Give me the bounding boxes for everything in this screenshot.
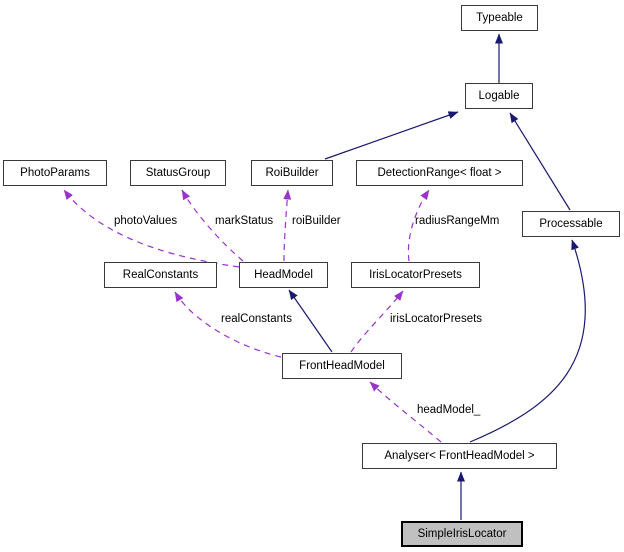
node-irislocatorpresets[interactable]: IrisLocatorPresets <box>351 262 480 288</box>
edge-usage-irislocatorpresets-to-detectionrange <box>407 189 430 262</box>
edge-usage-frontheadmodel-to-realconstants <box>174 291 282 358</box>
node-photoparams[interactable]: PhotoParams <box>3 160 107 186</box>
edge-label-radiusrangemm: radiusRangeMm <box>415 215 500 227</box>
edge-label-realconstants: realConstants <box>221 313 292 325</box>
node-logable[interactable]: Logable <box>465 83 533 109</box>
edge-label-markstatus: markStatus <box>215 215 274 227</box>
edge-label-roibuilder: roiBuilder <box>292 215 341 227</box>
node-headmodel[interactable]: HeadModel <box>239 262 328 288</box>
edge-inherit-analyser-to-processable <box>469 239 586 443</box>
node-analyser-frontheadmodel[interactable]: Analyser< FrontHeadModel > <box>362 443 557 469</box>
node-frontheadmodel[interactable]: FrontHeadModel <box>282 353 402 379</box>
node-realconstants[interactable]: RealConstants <box>104 262 217 288</box>
node-detectionrange-float[interactable]: DetectionRange< float > <box>356 160 523 186</box>
edge-inherit-processable-to-logable <box>509 112 571 211</box>
edge-label-photovalues: photoValues <box>114 215 178 227</box>
edge-usage-analyser-to-frontheadmodel <box>369 381 442 443</box>
edge-inherit-roibuilder-to-logable <box>324 111 459 160</box>
node-roibuilder[interactable]: RoiBuilder <box>251 160 333 186</box>
edge-usage-headmodel-to-statusgroup <box>181 189 244 262</box>
node-typeable[interactable]: Typeable <box>461 5 538 31</box>
edge-inherit-frontheadmodel-to-headmodel <box>288 289 333 353</box>
edge-usage-headmodel-to-roibuilder <box>283 189 292 262</box>
edge-label-headmodel: headModel_ <box>417 404 481 416</box>
node-processable[interactable]: Processable <box>522 211 620 237</box>
node-simpleirislocator: SimpleIrisLocator <box>401 521 523 547</box>
edge-usage-headmodel-to-photoparams <box>63 189 240 268</box>
node-statusgroup[interactable]: StatusGroup <box>130 160 226 186</box>
edge-label-irislocatorpresets: irisLocatorPresets <box>390 313 483 325</box>
